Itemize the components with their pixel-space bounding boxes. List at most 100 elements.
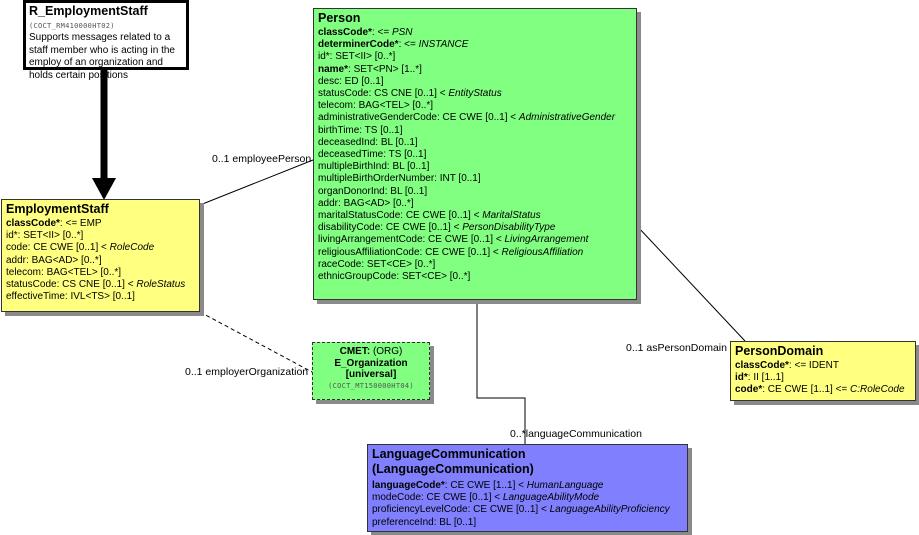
as-person-domain-line: [636, 225, 746, 342]
attribute-text: addr: BAG<AD> [0..*]: [6, 254, 102, 266]
attribute-row: organDonorInd: BL [0..1]: [318, 186, 632, 198]
attribute-row: determinerCode*: <= INSTANCE: [318, 39, 632, 51]
attribute-text: telecom: BAG<TEL> [0..*]: [318, 100, 434, 112]
attribute-text: deceasedTime: TS [0..1]: [318, 149, 427, 161]
attribute-text: telecom: BAG<TEL> [0..*]: [6, 266, 122, 278]
attribute-row: code*: CE CWE [1..1] <= C:RoleCode: [735, 384, 911, 396]
organization-id: (COCT_MT150000HT04): [328, 381, 414, 390]
attribute-vocabulary: INSTANCE: [418, 39, 469, 51]
attribute-row: classCode*: <= IDENT: [735, 360, 911, 372]
attribute-row: preferenceInd: BL [0..1]: [372, 517, 683, 529]
attribute-row: classCode*: <= PSN: [318, 27, 632, 39]
organization-cmet-suffix: (ORG): [370, 346, 403, 357]
attribute-vocabulary: HumanLanguage: [526, 480, 604, 491]
attribute-row: birthTime: TS [0..1]: [318, 125, 632, 137]
attribute-text: : <=: [371, 27, 392, 38]
attribute-row: deceasedTime: TS [0..1]: [318, 149, 632, 161]
attribute-row: multipleBirthOrderNumber: INT [0..1]: [318, 173, 632, 185]
entry-title: R_EmploymentStaff: [29, 4, 148, 18]
attribute-text: birthTime: TS [0..1]: [318, 124, 403, 136]
language-communication-label: 0..*languageCommunication: [510, 428, 642, 440]
organization-name: E_Organization: [334, 357, 408, 369]
attribute-text: : <= EMP: [59, 218, 102, 229]
attribute-vocabulary: PSN: [391, 27, 413, 38]
attribute-text: : <=: [398, 39, 419, 51]
attribute-text: deceasedInd: BL [0..1]: [318, 136, 418, 148]
attribute-row: deceasedInd: BL [0..1]: [318, 137, 632, 149]
attribute-text: : <= IDENT: [788, 360, 839, 371]
attribute-vocabulary: LanguageAbilityProficiency: [549, 504, 670, 516]
entry-id: (COCT_RM410000HT02): [29, 22, 115, 30]
attribute-row: telecom: BAG<TEL> [0..*]: [6, 267, 195, 279]
attribute-text: : CE CWE [1..1] <=: [762, 384, 851, 396]
attribute-text: ethnicGroupCode: SET<CE> [0..*]: [318, 271, 471, 283]
employee-person-label: 0..1 employeePerson: [212, 153, 312, 165]
language-communication-line: [476, 300, 526, 444]
attribute-row: modeCode: CE CWE [0..1] < LanguageAbilit…: [372, 492, 683, 504]
attribute-name: name*: [318, 63, 349, 75]
attribute-name: classCode*: [6, 218, 60, 229]
attribute-text: id*: SET<II> [0..*]: [318, 51, 396, 63]
attribute-row: maritalStatusCode: CE CWE [0..1] < Marit…: [318, 210, 632, 222]
attribute-row: name*: SET<PN> [1..*]: [318, 64, 632, 76]
attribute-text: organDonorInd: BL [0..1]: [318, 185, 428, 197]
attribute-text: effectiveTime: IVL<TS> [0..1]: [6, 291, 135, 303]
attribute-row: desc: ED [0..1]: [318, 76, 632, 88]
language-communication-class-box: LanguageCommunication (LanguageCommunica…: [367, 444, 688, 532]
entry-description: Supports messages related to a staff mem…: [29, 32, 175, 81]
attribute-vocabulary: PersonDisabilityType: [462, 222, 556, 234]
attribute-text: modeCode: CE CWE [0..1] <: [372, 492, 503, 504]
attribute-row: addr: BAG<AD> [0..*]: [6, 255, 195, 267]
attribute-vocabulary: LanguageAbilityMode: [502, 492, 600, 504]
attribute-text: desc: ED [0..1]: [318, 75, 384, 87]
organization-cmet-label: CMET:: [339, 346, 371, 357]
organization-cmet-line: CMET: (ORG): [317, 346, 425, 358]
attribute-name: classCode*: [318, 27, 372, 38]
attribute-row: livingArrangementCode: CE CWE [0..1] < L…: [318, 234, 632, 246]
attribute-text: administrativeGenderCode: CE CWE [0..1] …: [318, 112, 519, 124]
as-person-domain-label: 0..1 asPersonDomain: [626, 342, 727, 354]
attribute-row: statusCode: CS CNE [0..1] < EntityStatus: [318, 88, 632, 100]
attribute-vocabulary: EntityStatus: [448, 88, 502, 100]
attribute-text: : II [1..1]: [747, 372, 784, 384]
attribute-vocabulary: C:RoleCode: [850, 384, 905, 396]
attribute-row: id*: SET<II> [0..*]: [318, 51, 632, 63]
attribute-text: religiousAffiliationCode: CE CWE [0..1] …: [318, 246, 502, 258]
employer-organization-line: [199, 311, 313, 373]
organization-variant: [universal]: [345, 369, 397, 380]
attribute-name: id*: [735, 372, 748, 384]
attribute-name: determinerCode*: [318, 39, 399, 51]
attribute-text: raceCode: SET<CE> [0..*]: [318, 258, 436, 270]
attribute-text: addr: BAG<AD> [0..*]: [318, 197, 414, 209]
organization-cmet-box: CMET: (ORG) E_Organization [universal] (…: [312, 342, 430, 400]
attribute-text: proficiencyLevelCode: CE CWE [0..1] <: [372, 504, 550, 516]
attribute-row: proficiencyLevelCode: CE CWE [0..1] < La…: [372, 504, 683, 516]
attribute-row: religiousAffiliationCode: CE CWE [0..1] …: [318, 247, 632, 259]
attribute-row: raceCode: SET<CE> [0..*]: [318, 259, 632, 271]
person-title: Person: [318, 11, 361, 25]
language-title-line1: LanguageCommunication: [372, 447, 526, 461]
attribute-row: disabilityCode: CE CWE [0..1] < PersonDi…: [318, 222, 632, 234]
attribute-text: : SET<PN> [1..*]: [348, 63, 422, 75]
attribute-text: statusCode: CS CNE [0..1] <: [318, 88, 449, 100]
attribute-text: statusCode: CS CNE [0..1] <: [6, 279, 137, 291]
attribute-vocabulary: LivingArrangement: [504, 234, 589, 246]
attribute-vocabulary: RoleCode: [109, 242, 155, 254]
attribute-text: multipleBirthOrderNumber: INT [0..1]: [318, 173, 481, 185]
attribute-row: id*: SET<II> [0..*]: [6, 230, 195, 242]
language-title-line2: (LanguageCommunication): [372, 462, 534, 476]
attribute-row: classCode*: <= EMP: [6, 218, 195, 230]
attribute-row: multipleBirthInd: BL [0..1]: [318, 161, 632, 173]
attribute-row: telecom: BAG<TEL> [0..*]: [318, 100, 632, 112]
attribute-vocabulary: ReligiousAffiliation: [501, 246, 584, 258]
attribute-text: maritalStatusCode: CE CWE [0..1] <: [318, 210, 483, 222]
attribute-text: id*: SET<II> [0..*]: [6, 230, 84, 242]
attribute-row: ethnicGroupCode: SET<CE> [0..*]: [318, 271, 632, 283]
language-attributes: languageCode*: CE CWE [1..1] < HumanLang…: [372, 480, 683, 529]
